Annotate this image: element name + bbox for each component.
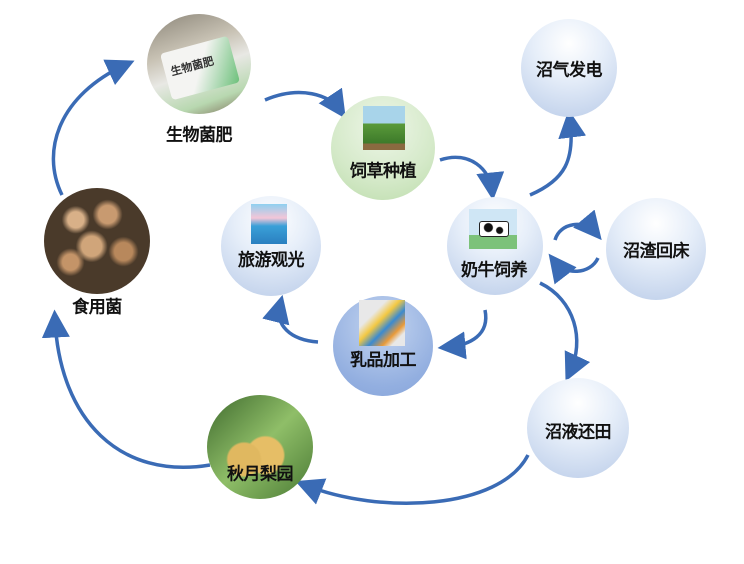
forage-node [331, 96, 435, 200]
seaside-icon [251, 204, 287, 244]
tourism-node [221, 196, 321, 296]
factory-line-icon [359, 300, 405, 346]
fertilizer-image: 生物菌肥 [147, 14, 251, 114]
slurry-field-node [527, 378, 629, 478]
slurry-field-label: 沼液还田 [545, 422, 612, 443]
biogas-power-label: 沼气发电 [536, 60, 603, 81]
arrow-fertilizer-to-forage [264, 87, 346, 119]
dairy-cow-node [447, 197, 543, 295]
arrow-residue-to-cow [548, 253, 600, 285]
arrow-cow-to-biogas [529, 109, 587, 197]
arrow-cow-to-dairy [437, 309, 488, 360]
arrow-mushroom-to-fertilizer [51, 59, 135, 196]
arrow-slurry-to-pear [295, 454, 530, 505]
mushroom-label: 食用菌 [72, 297, 122, 318]
cow-icon [469, 209, 517, 249]
residue-bed-label: 沼渣回床 [623, 241, 690, 262]
fertilizer-bag-text: 生物菌肥 [169, 54, 216, 79]
fertilizer-bag: 生物菌肥 [159, 35, 241, 101]
forage-label: 饲草种植 [350, 161, 417, 182]
arrow-forage-to-cow [439, 155, 505, 201]
arrow-dairy-to-tourism [262, 294, 319, 344]
arrow-cow-to-residue [553, 209, 602, 241]
dairy-processing-label: 乳品加工 [350, 350, 417, 371]
pear-orchard-image [207, 395, 313, 499]
arrow-pear-to-mushroom [41, 309, 211, 469]
residue-bed-node [606, 198, 706, 300]
pear-orchard-label: 秋月梨园 [227, 464, 294, 485]
biogas-power-node [521, 19, 617, 117]
dairy-cow-label: 奶牛饲养 [461, 260, 528, 281]
arrow-cow-to-slurry [539, 281, 591, 382]
fertilizer-label: 生物菌肥 [166, 125, 233, 146]
tourism-label: 旅游观光 [238, 250, 305, 271]
mushroom-image [44, 188, 150, 294]
dairy-processing-node [333, 296, 433, 396]
forage-plant-icon [363, 106, 405, 150]
